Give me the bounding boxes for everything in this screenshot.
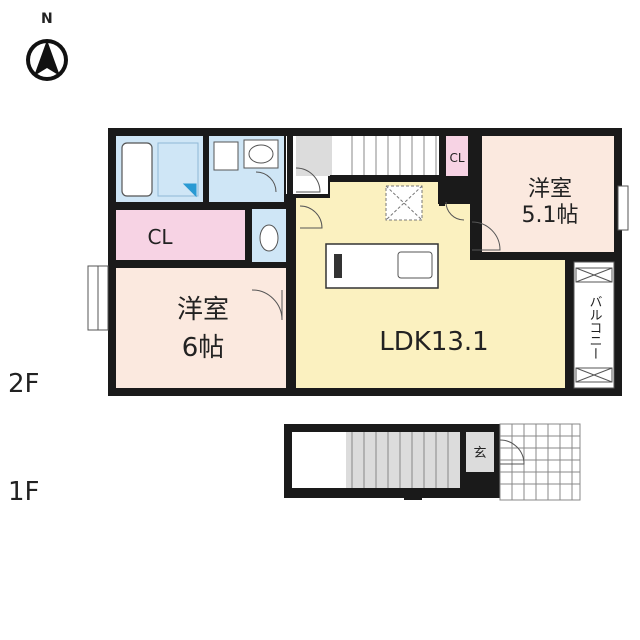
entrance-porch <box>499 423 581 501</box>
closet-main <box>116 210 246 260</box>
floor-label-upper: 2F <box>8 369 40 399</box>
door-swing-icon <box>251 289 283 321</box>
floor-label-lower: 1F <box>8 477 40 507</box>
toilet-icon <box>259 224 279 252</box>
western-small-size: 5.1帖 <box>522 203 579 228</box>
closet-small-label: CL <box>449 151 464 165</box>
compass-label: N <box>41 11 53 27</box>
window-right <box>617 185 629 231</box>
room-western-small <box>482 136 614 252</box>
western-large-name: 洋室 <box>177 295 229 325</box>
ldk-label: LDK13.1 <box>379 327 488 357</box>
western-large-size: 6帖 <box>182 333 225 363</box>
entrance <box>466 432 494 472</box>
western-small-name: 洋室 <box>528 177 572 202</box>
room-western-large <box>116 268 286 388</box>
north-compass-icon <box>26 39 68 81</box>
closet-main-label: CL <box>147 225 173 249</box>
balcony <box>573 261 615 389</box>
washing-machine-icon <box>213 141 239 171</box>
entrance-label: 玄 <box>473 446 486 461</box>
closet-small <box>446 136 468 176</box>
balcony-label: バルコニー <box>587 295 603 360</box>
staircase-upper <box>332 136 440 176</box>
bathtub-icon <box>121 142 153 197</box>
sink-icon <box>397 251 433 279</box>
